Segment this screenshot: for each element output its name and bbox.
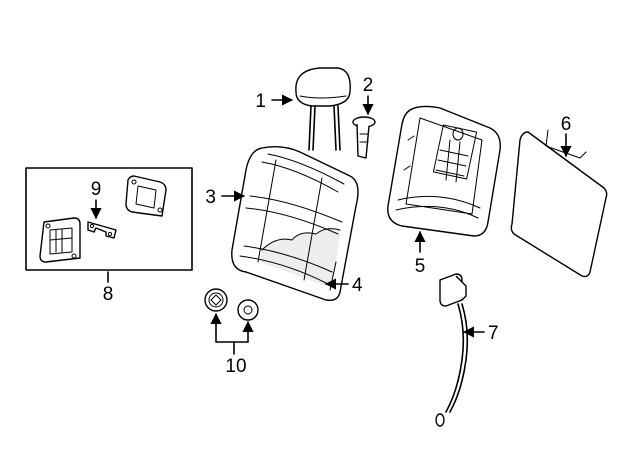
callout-7: 7 <box>488 323 499 344</box>
seat-back-frame <box>387 105 501 237</box>
callout-4: 4 <box>352 275 363 296</box>
wiring-harness <box>435 273 469 427</box>
callout-10: 10 <box>225 356 246 377</box>
headrest-guide <box>352 116 376 159</box>
callout-8: 8 <box>103 284 114 305</box>
callout-6: 6 <box>561 114 572 135</box>
callout-2: 2 <box>363 75 374 96</box>
headrest <box>295 67 351 151</box>
callout-9: 9 <box>91 179 102 200</box>
leader-lines <box>90 94 572 355</box>
callout-3: 3 <box>205 187 216 208</box>
callout-5: 5 <box>415 256 426 277</box>
callout-labels: 1 2 3 4 5 6 7 8 9 10 <box>91 75 572 377</box>
kit-box-8 <box>25 167 193 271</box>
seat-back-cover <box>231 145 359 302</box>
back-panel <box>510 129 608 278</box>
grommets-10 <box>204 288 259 321</box>
callout-1: 1 <box>255 91 266 112</box>
